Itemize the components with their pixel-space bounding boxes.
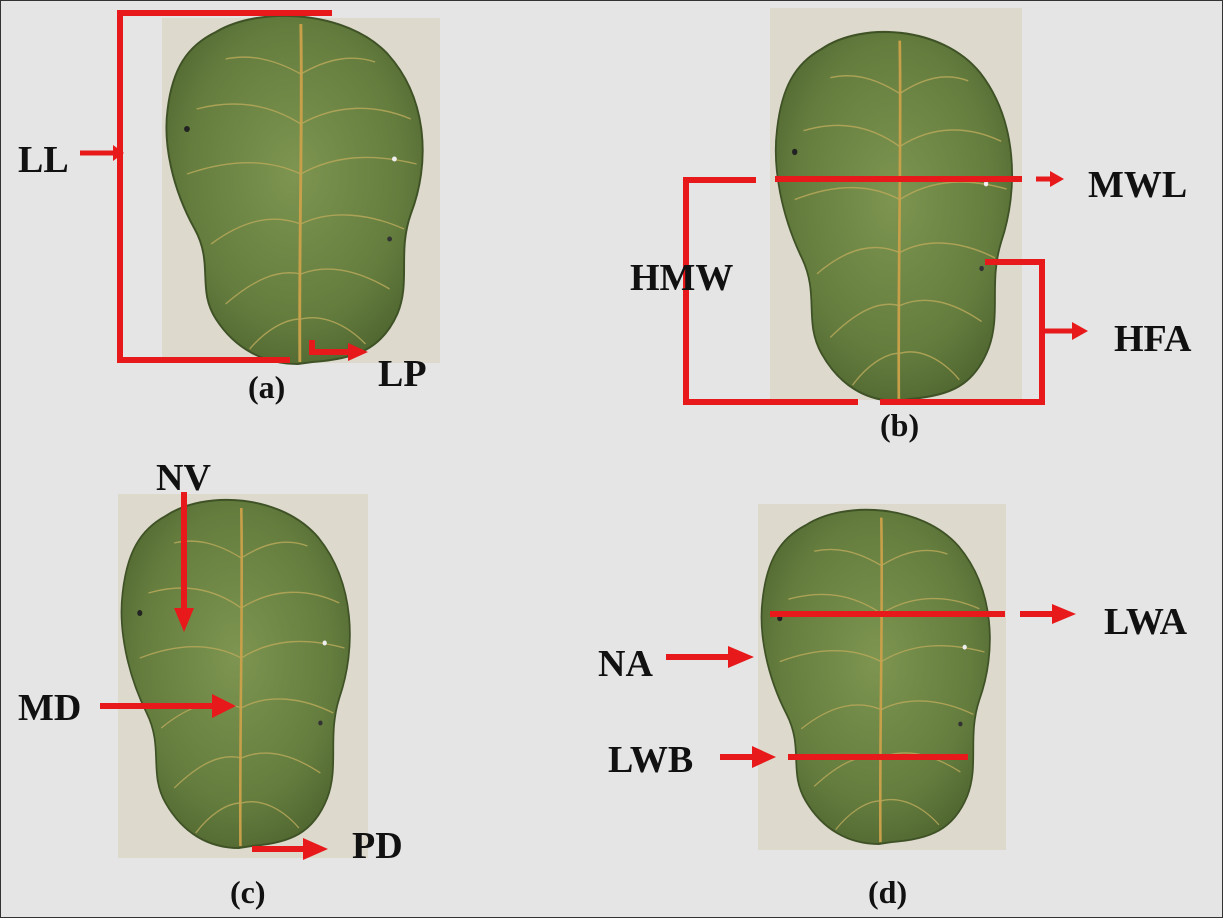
- label-pd: PD: [352, 825, 403, 867]
- label-lwa: LWA: [1104, 601, 1188, 643]
- caption-a: (a): [248, 369, 285, 405]
- label-hmw: HMW: [630, 257, 733, 299]
- caption-c: (c): [230, 874, 266, 910]
- label-ll: LL: [18, 139, 69, 181]
- caption-b: (b): [880, 407, 919, 443]
- caption-d: (d): [868, 874, 907, 910]
- label-md: MD: [18, 687, 81, 729]
- label-nv: NV: [156, 457, 211, 499]
- label-lwb: LWB: [608, 739, 693, 781]
- label-mwl: MWL: [1088, 164, 1187, 206]
- label-hfa: HFA: [1114, 318, 1192, 360]
- label-lp: LP: [378, 353, 427, 395]
- label-na: NA: [598, 643, 653, 685]
